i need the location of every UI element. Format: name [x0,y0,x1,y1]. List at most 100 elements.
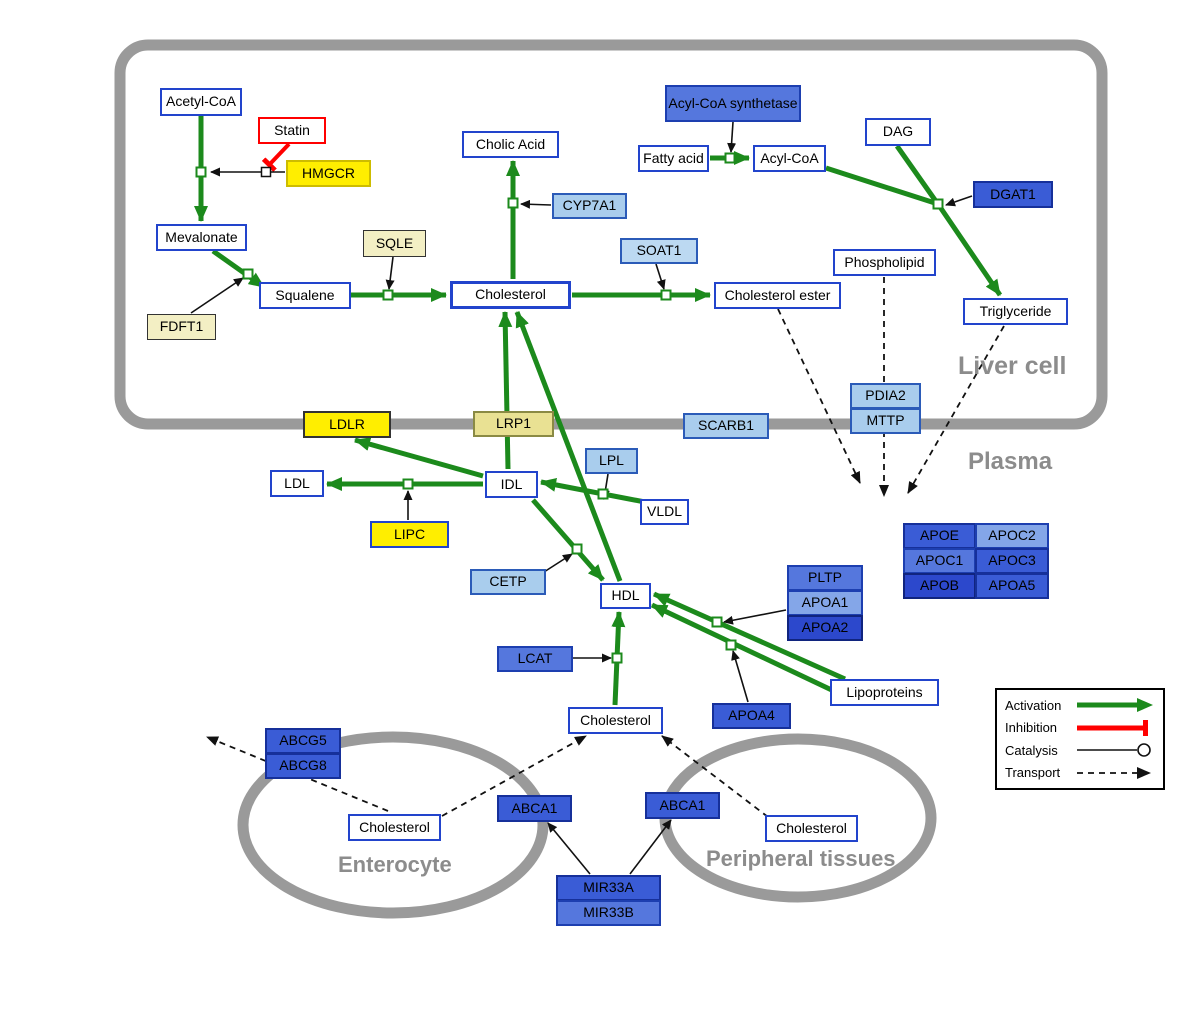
node-acyl-coa-synthetase[interactable]: Acyl-CoA synthetase [665,85,801,122]
node-lpl[interactable]: LPL [585,448,638,474]
legend-activation: Activation [997,696,1163,714]
legend-catalysis-label: Catalysis [1005,742,1058,758]
edge-activation-hdl-to-chol_liver [514,311,623,582]
edge-catalysis-cetp-to-idl_hdl [543,553,573,573]
edge-catalysis-dgat1-to-dgat_junction [945,195,973,207]
legend-transport-label: Transport [1005,765,1061,781]
edge-activation-idl-to-ldlr [354,437,484,479]
edge-activation-idl-to-hdl [531,498,605,582]
node-apoc1[interactable]: APOC1 [903,548,976,574]
activation-arrow-icon [1077,698,1153,713]
reaction-junction [711,616,723,628]
edge-inhibition-statin-to-hmgcr_catalysis [261,142,291,172]
node-ldlr[interactable]: LDLR [303,411,391,438]
node-cholesterol-ester[interactable]: Cholesterol ester [714,282,841,309]
node-apoc3[interactable]: APOC3 [975,548,1049,574]
edge-catalysis-sqle-to-squalene_cholesterol [385,256,395,290]
node-statin[interactable]: Statin [258,117,326,144]
node-apoa2[interactable]: APOA2 [787,615,863,641]
liver-cell-label: Liver cell [958,352,1067,380]
node-fdft1[interactable]: FDFT1 [147,314,216,340]
node-lrp1[interactable]: LRP1 [473,411,554,437]
node-acyl-coa[interactable]: Acyl-CoA [753,145,826,172]
node-vldl[interactable]: VLDL [640,499,689,525]
reaction-junction [611,652,623,664]
edge-transport-chol_entero-to-chol_plasma [441,735,587,817]
node-triglyceride[interactable]: Triglyceride [963,298,1068,325]
node-scarb1[interactable]: SCARB1 [683,413,769,439]
edge-catalysis-apoa1-to-lipoproteins_hdl [723,609,787,625]
legend-inhibition: Inhibition [997,719,1163,737]
node-hmgcr[interactable]: HMGCR [286,160,371,187]
edge-catalysis-cyp7a1-to-cholesterol_cholicacid [520,199,552,209]
edge-activation-lipoproteins-to-hdl [652,591,847,682]
node-cetp[interactable]: CETP [470,569,546,595]
node-abcg5[interactable]: ABCG5 [265,728,341,754]
reaction-junction [242,268,254,280]
node-apoc2[interactable]: APOC2 [975,523,1049,549]
node-lipoproteins[interactable]: Lipoproteins [830,679,939,706]
reaction-junction [260,166,272,178]
node-squalene[interactable]: Squalene [259,282,351,309]
edge-activation_plain-dag-to-dgat_junction [894,144,938,202]
node-lcat[interactable]: LCAT [497,646,573,672]
edge-activation-vldl-to-idl [540,477,646,505]
enterocyte-membrane [237,731,549,919]
node-hdl[interactable]: HDL [600,583,651,609]
legend: Activation Inhibition Catalysis Transpor… [995,688,1165,790]
node-phospholipid[interactable]: Phospholipid [833,249,936,276]
reaction-junction [660,289,672,301]
node-cholesterol-enterocyte[interactable]: Cholesterol [348,814,441,841]
edge-transport-chol_periph-to-chol_plasma [661,735,769,818]
reaction-junction [725,639,737,651]
node-dag[interactable]: DAG [865,118,931,146]
legend-activation-label: Activation [1005,697,1062,713]
reaction-junction [571,543,583,555]
legend-catalysis: Catalysis [997,741,1163,759]
node-cholic-acid[interactable]: Cholic Acid [462,131,559,158]
reaction-junction [382,289,394,301]
node-pdia2[interactable]: PDIA2 [850,383,921,409]
node-cyp7a1[interactable]: CYP7A1 [552,193,627,219]
liver-cell-membrane [114,39,1108,430]
node-mevalonate[interactable]: Mevalonate [156,224,247,251]
node-mttp[interactable]: MTTP [850,408,921,434]
legend-transport: Transport [997,764,1163,782]
node-mir33b[interactable]: MIR33B [556,900,661,926]
node-apoa4[interactable]: APOA4 [712,703,791,729]
node-apoa1[interactable]: APOA1 [787,590,863,616]
reaction-junction [724,152,736,164]
node-abcg8[interactable]: ABCG8 [265,753,341,779]
plasma-label: Plasma [968,448,1053,475]
edge-catalysis-fdft1-to-mevalonate_squalene [190,277,244,314]
legend-inhibition-label: Inhibition [1005,720,1058,736]
node-ldl[interactable]: LDL [270,470,324,497]
node-idl[interactable]: IDL [485,471,538,498]
node-sqle[interactable]: SQLE [363,230,426,257]
node-lipc[interactable]: LIPC [370,521,449,548]
node-apoa5[interactable]: APOA5 [975,573,1049,599]
node-fatty-acid[interactable]: Fatty acid [638,145,709,172]
catalysis-circle-icon [1077,743,1151,758]
reaction-junction [932,198,944,210]
reaction-junction [402,478,414,490]
node-mir33a[interactable]: MIR33A [556,875,661,901]
node-acetyl-coa[interactable]: Acetyl-CoA [160,88,242,116]
node-cholesterol-peripheral[interactable]: Cholesterol [765,815,858,842]
edge-activation-lipoproteins-to-hdl [650,602,840,696]
edge-activation-idl-to-chol_liver [498,311,513,470]
inhibition-tbar-icon [1077,719,1148,736]
peripheral-tissues-label: Peripheral tissues [706,846,896,871]
node-apoe[interactable]: APOE [903,523,976,549]
reaction-junction [597,488,609,500]
node-abca1-right[interactable]: ABCA1 [645,792,720,819]
node-apob[interactable]: APOB [903,573,976,599]
node-abca1-left[interactable]: ABCA1 [497,795,572,822]
reaction-junction [507,197,519,209]
node-cholesterol-plasma[interactable]: Cholesterol [568,707,663,734]
node-dgat1[interactable]: DGAT1 [973,181,1053,208]
node-pltp[interactable]: PLTP [787,565,863,591]
node-soat1[interactable]: SOAT1 [620,238,698,264]
node-cholesterol-liver[interactable]: Cholesterol [450,281,571,309]
